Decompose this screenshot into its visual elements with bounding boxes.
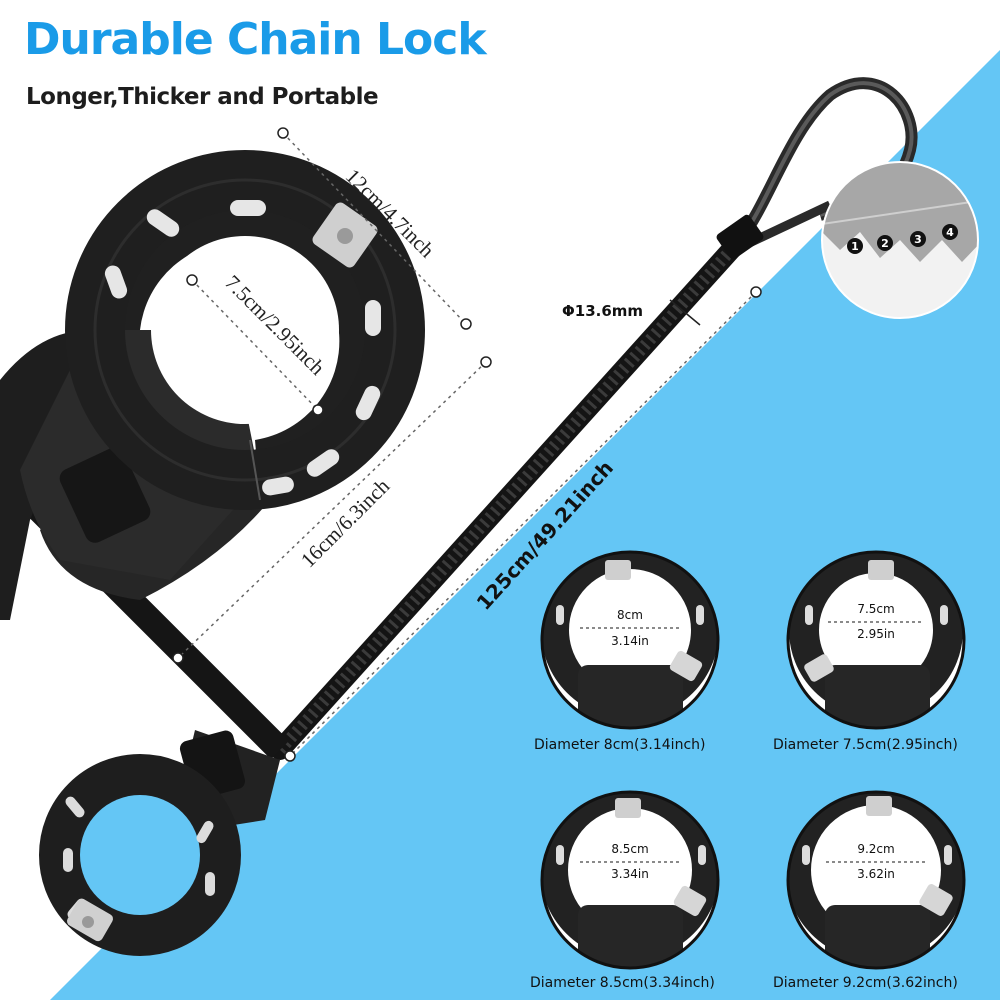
size-1-cm: 8cm [617,608,643,622]
size-4-cm: 9.2cm [857,842,894,856]
lock-slots [104,200,381,496]
blue-diagonal-panel [50,50,1000,1000]
size-1-inch: 3.14in [611,634,649,648]
dimension-endpoints [172,127,762,762]
size-2-caption: Diameter 7.5cm(2.95inch) [773,737,958,753]
gear-position-1: 1 [851,240,859,253]
large-lock-body [0,150,425,620]
size-option-1: 8cm 3.14in [540,550,720,730]
headline: Durable Chain Lock [24,14,487,65]
small-lock-body [39,730,280,956]
subheadline: Longer,Thicker and Portable [26,84,379,110]
dimension-lines [177,132,757,757]
size-option-3: 8.5cm 3.34in [540,790,720,970]
gear-position-4: 4 [946,226,954,239]
size-option-2: 7.5cm 2.95in [786,550,966,730]
size-1-caption: Diameter 8cm(3.14inch) [534,737,706,753]
gear-position-2: 2 [881,237,889,250]
cable-crimp-sleeve [716,214,764,260]
gear-position-3: 3 [914,233,922,246]
size-2-inch: 2.95in [857,627,895,641]
size-3-caption: Diameter 8.5cm(3.34inch) [530,975,715,991]
cable-thickness-label: Φ13.6mm [562,302,643,320]
thickness-marker [669,299,701,326]
gear-position-inset: 1 2 3 4 [821,161,979,319]
size-3-inch: 3.34in [611,867,649,881]
size-4-caption: Diameter 9.2cm(3.62inch) [773,975,958,991]
size-2-cm: 7.5cm [857,602,894,616]
size-option-4: 9.2cm 3.62in [786,790,966,970]
size-4-inch: 3.62in [857,867,895,881]
size-3-cm: 8.5cm [611,842,648,856]
